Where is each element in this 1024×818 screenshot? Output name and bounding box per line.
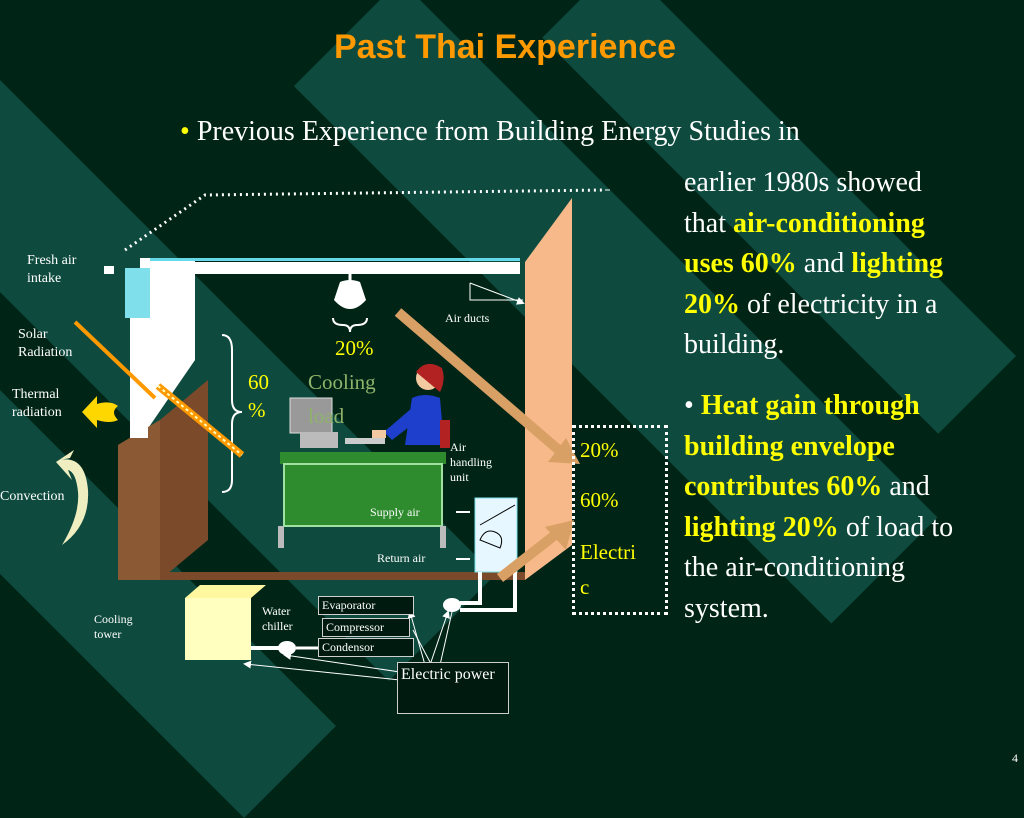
- legend-electric: Electri: [580, 540, 636, 564]
- electric-arrow: [496, 531, 559, 582]
- air-duct-line: [150, 258, 520, 261]
- label-convection: Convection: [0, 489, 65, 504]
- bullet-marker: •: [684, 390, 694, 421]
- bullet-1-continuation: earlier 1980s showed that air-conditioni…: [684, 167, 944, 360]
- computer: [289, 397, 333, 434]
- person-body: [405, 395, 444, 445]
- legend-box: [572, 425, 668, 615]
- label-evaporator: Evaporator: [318, 596, 414, 615]
- legend-20: 20%: [580, 438, 619, 462]
- lamp: [334, 280, 366, 309]
- label-electric-power: Electric power: [397, 662, 509, 714]
- label-air-ducts: Air ducts: [445, 311, 490, 325]
- label-supply-air: Supply air: [370, 505, 420, 519]
- cooling-tower: [185, 598, 251, 660]
- label-thermal-radiation: Thermal radiation: [12, 387, 62, 420]
- bullet-1-line-1: • Previous Experience from Building Ener…: [180, 116, 800, 147]
- label-cooling-load-2: load: [308, 404, 345, 428]
- duct-vertical: [130, 318, 148, 438]
- label-condensor: Condensor: [318, 638, 414, 657]
- label-solar-radiation: Solar Radiation: [18, 327, 73, 360]
- label-envelope-60-pct: %: [248, 398, 266, 422]
- fresh-air-unit: [125, 268, 150, 318]
- label-lighting-20: 20%: [335, 336, 374, 360]
- exterior-wall-top: [118, 420, 160, 580]
- label-cooling-load: Cooling: [308, 370, 376, 394]
- solar-ray: [73, 320, 157, 400]
- label-fresh-air: Fresh air intake: [27, 253, 77, 286]
- lighting-arrow: [394, 308, 572, 462]
- desk: [280, 452, 446, 464]
- page-number: 4: [1012, 751, 1018, 765]
- label-water-chiller: Water chiller: [262, 604, 293, 633]
- slide-title: Past Thai Experience: [333, 28, 677, 66]
- label-cooling-tower: Cooling tower: [94, 612, 133, 641]
- air-handling-unit: [474, 497, 518, 573]
- building-energy-diagram: [56, 188, 610, 681]
- label-return-air: Return air: [377, 551, 426, 565]
- label-compressor: Compressor: [322, 618, 410, 637]
- label-envelope-60: 60: [248, 370, 269, 394]
- thermal-arrow: [82, 396, 118, 428]
- air-duct: [150, 262, 520, 274]
- roof-outline: [124, 188, 606, 252]
- right-wall: [525, 198, 572, 580]
- legend-electric-2: c: [580, 575, 590, 599]
- legend-60: 60%: [580, 488, 619, 512]
- convection-arrow: [56, 450, 89, 545]
- bullet-marker: •: [180, 116, 190, 147]
- bullet-2: • Heat gain through building envelope co…: [684, 390, 954, 624]
- floor: [150, 572, 525, 580]
- label-ahu: Air handling unit: [450, 440, 492, 484]
